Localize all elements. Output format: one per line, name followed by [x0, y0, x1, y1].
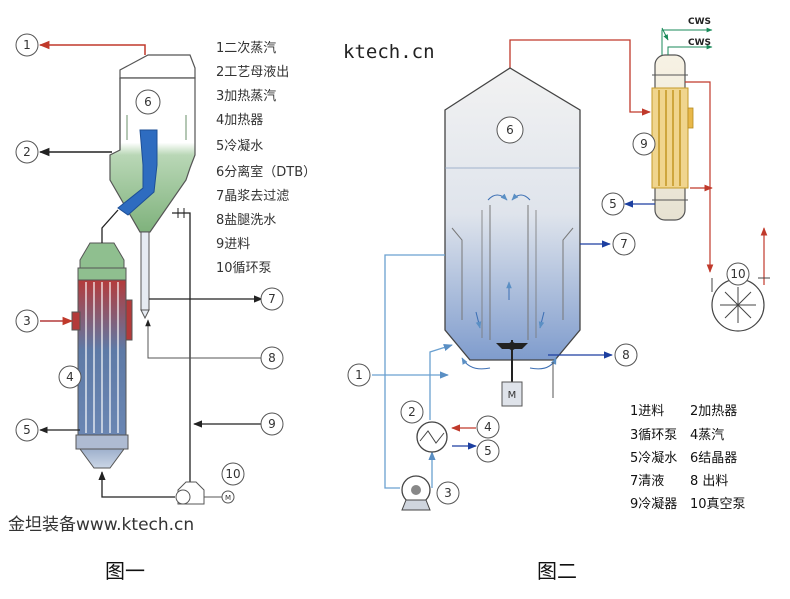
fig2-callouts: 1 2 3 4 5 5 7 8 9 10: [347, 132, 750, 505]
fig2-label-6: 6: [506, 123, 514, 137]
figure-1-dtb-crystallizer: 6: [8, 33, 316, 583]
fig1-label-9: 9: [268, 417, 276, 431]
fig1-legend-item-1: 1二次蒸汽: [216, 40, 276, 56]
fig1-label-6: 6: [144, 95, 152, 109]
fig2-label-5b: 5: [609, 197, 617, 211]
fig1-legend-item-8: 8盐腿洗水: [216, 213, 276, 228]
fig2-legend-row1-a: 1进料: [630, 404, 664, 419]
fig2-legend-row2-b: 4蒸汽: [690, 428, 724, 443]
fig2-label-7: 7: [620, 237, 628, 251]
fig2-legend-row3-b: 6结晶器: [690, 451, 737, 466]
fig2-label-3: 3: [444, 486, 452, 500]
fig2-label-5: 5: [484, 444, 492, 458]
fig1-legend-item-9: 9进料: [216, 237, 250, 252]
fig1-legend-item-5: 5冷凝水: [216, 138, 263, 154]
fig2-caption: 图二: [537, 559, 577, 583]
fig1-label-5: 5: [23, 423, 31, 437]
fig1-legend-item-3: 3加热蒸汽: [216, 89, 276, 104]
fig2-legend: 1进料 2加热器 3循环泵 4蒸汽 5冷凝水 6结晶器 7清液 8 出料 9冷凝…: [630, 404, 746, 512]
fig2-legend-row1-b: 2加热器: [690, 404, 737, 419]
fig1-legend-item-7: 7晶浆去过滤: [216, 189, 289, 204]
fig2-legend-row3-a: 5冷凝水: [630, 450, 677, 466]
heater: [71, 242, 133, 469]
fig1-legend-item-6: 6分离室（DTB）: [216, 164, 316, 180]
fig1-label-10: 10: [225, 467, 240, 481]
fig1-legend-item-2: 2工艺母液出: [216, 65, 289, 80]
fig2-label-8: 8: [622, 348, 630, 362]
cws-top-label: CWS: [688, 17, 711, 27]
fig1-legend-item-10: 10循环泵: [216, 261, 272, 276]
fig1-label-3: 3: [23, 314, 31, 328]
fig1-legend: 1二次蒸汽 2工艺母液出 3加热蒸汽 4加热器 5冷凝水 6分离室（DTB） 7…: [216, 40, 316, 276]
fig2-label-9: 9: [640, 137, 648, 151]
fig2-legend-row4-b: 8 出料: [690, 474, 728, 489]
fig2-label-4: 4: [484, 420, 492, 434]
separator-chamber: 6: [109, 54, 196, 320]
fig1-callouts: 1 2 3 4 5 7 8 9 10: [15, 33, 284, 486]
fig1-label-2: 2: [23, 145, 31, 159]
figure-2-crystallizer-system: ktech.cn: [343, 17, 770, 583]
fig2-circulation-pump: [401, 475, 431, 511]
condenser: [651, 54, 694, 221]
fig2-legend-row5-b: 10真空泵: [690, 497, 746, 512]
vacuum-pump: [711, 227, 770, 332]
fig2-motor-label: M: [508, 390, 517, 401]
fig2-label-10: 10: [730, 267, 745, 281]
fig2-label-1: 1: [355, 368, 363, 382]
fig1-motor-label: M: [225, 494, 231, 502]
crystallizer-vessel: M 6: [444, 67, 581, 407]
cws-bottom-label: CWS: [688, 38, 711, 48]
fig2-legend-row4-a: 7清液: [630, 474, 664, 489]
fig1-label-1: 1: [23, 38, 31, 52]
fig2-legend-row2-a: 3循环泵: [630, 428, 677, 443]
fig1-label-8: 8: [268, 351, 276, 365]
fig1-label-4: 4: [66, 370, 74, 384]
fig2-legend-row5-a: 9冷凝器: [630, 496, 677, 512]
fig2-site-title: ktech.cn: [343, 41, 435, 63]
fig2-label-2: 2: [408, 405, 416, 419]
fig1-legend-item-4: 4加热器: [216, 113, 263, 128]
fig1-watermark: 金坦装备www.ktech.cn: [8, 515, 194, 535]
fig1-caption: 图一: [105, 559, 145, 583]
circulation-pump: M: [175, 481, 235, 505]
heat-exchanger: [416, 421, 448, 453]
fig1-label-7: 7: [268, 292, 276, 306]
